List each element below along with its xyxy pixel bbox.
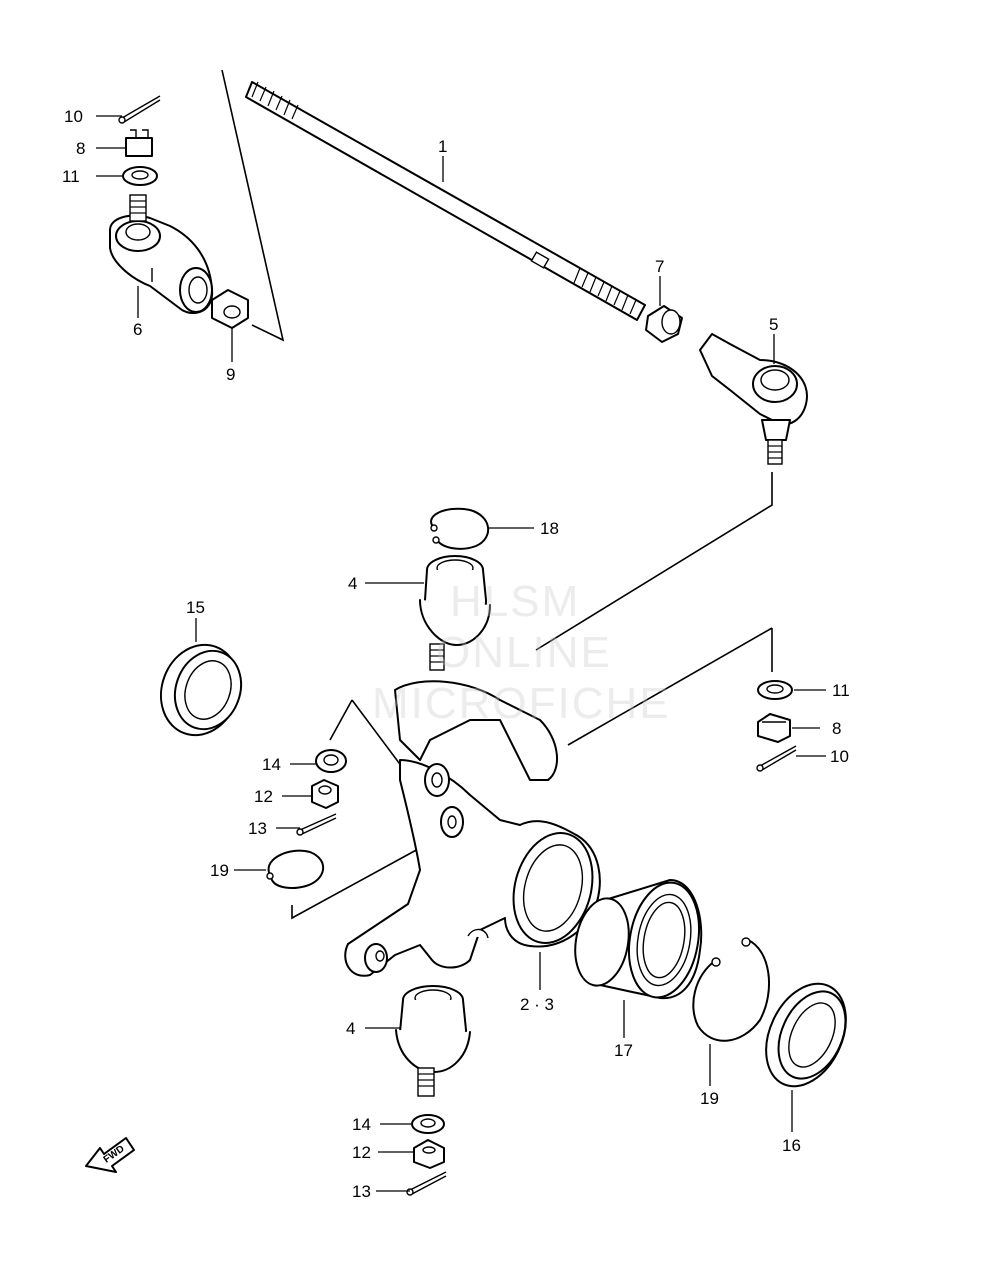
- callout-17: 17: [614, 1041, 633, 1060]
- washer-part-14-upper[interactable]: [315, 749, 347, 773]
- callout-4-upper: 4: [348, 574, 357, 593]
- callout-14-lower: 14: [352, 1115, 371, 1134]
- callout-4-lower: 4: [346, 1019, 355, 1038]
- callout-8-right: 8: [832, 719, 841, 738]
- callout-15: 15: [186, 598, 205, 617]
- oil-seal-part-15[interactable]: [149, 634, 252, 746]
- fwd-arrow-icon: FWD: [85, 1137, 135, 1173]
- cotter-pin-part-10-right[interactable]: [756, 745, 797, 772]
- callout-7: 7: [655, 257, 664, 276]
- nut-part-9[interactable]: [211, 289, 249, 329]
- callout-5: 5: [769, 315, 778, 334]
- callout-19-left: 19: [210, 861, 229, 880]
- castle-nut-part-12-upper[interactable]: [311, 779, 339, 809]
- leader-lines: [96, 115, 826, 1192]
- washer-part-11-right[interactable]: [757, 680, 793, 700]
- castle-nut-part-8-right[interactable]: [757, 713, 791, 743]
- tie-rod-part-1[interactable]: [245, 81, 646, 321]
- tie-rod-end-part-6[interactable]: [109, 194, 214, 315]
- washer-part-11-upper[interactable]: [122, 166, 158, 186]
- bearing-part-17[interactable]: [569, 877, 708, 1003]
- callout-1: 1: [438, 137, 447, 156]
- guide-lines: [221, 69, 773, 920]
- steering-knuckle-part-2-3[interactable]: [344, 680, 604, 977]
- tie-rod-end-part-5[interactable]: [699, 333, 808, 465]
- callout-13-lower: 13: [352, 1182, 371, 1201]
- circlip-part-19-left[interactable]: [266, 849, 324, 889]
- callout-8-upper: 8: [76, 139, 85, 158]
- watermark: HLSM ONLINE MICROFICHE: [372, 577, 671, 728]
- callout-2-3: 2 · 3: [520, 995, 554, 1014]
- callout-11-upper: 11: [62, 167, 80, 186]
- ball-joint-part-4-lower[interactable]: [395, 985, 471, 1097]
- cotter-pin-part-13-lower[interactable]: [406, 1171, 447, 1196]
- callout-12-upper: 12: [254, 787, 273, 806]
- circlip-part-19-right[interactable]: [692, 937, 771, 1042]
- watermark-line-3: MICROFICHE: [372, 679, 671, 728]
- callout-11-right: 11: [832, 681, 850, 700]
- ball-joint-part-4-upper[interactable]: [419, 555, 491, 671]
- callout-16: 16: [782, 1136, 801, 1155]
- callout-14-upper: 14: [262, 755, 281, 774]
- callout-12-lower: 12: [352, 1143, 371, 1162]
- castle-nut-part-8-upper[interactable]: [125, 129, 153, 157]
- watermark-line-2: ONLINE: [436, 628, 612, 677]
- callout-numbers: 1 7 5 6 9 10 8 11 18 4 15 14 12 13 19 11…: [62, 107, 850, 1201]
- circlip-part-18[interactable]: [430, 507, 490, 550]
- watermark-line-1: HLSM: [450, 577, 580, 626]
- callout-6: 6: [133, 320, 142, 339]
- cotter-pin-part-10-upper[interactable]: [118, 95, 161, 124]
- castle-nut-part-12-lower[interactable]: [413, 1139, 445, 1169]
- cotter-pin-part-13-upper[interactable]: [296, 813, 337, 836]
- callout-9: 9: [226, 365, 235, 384]
- lock-nut-part-7[interactable]: [645, 305, 683, 343]
- callout-10-right: 10: [830, 747, 849, 766]
- oil-seal-part-16[interactable]: [751, 971, 862, 1099]
- callout-19-right: 19: [700, 1089, 719, 1108]
- callout-18: 18: [540, 519, 559, 538]
- callout-10-upper: 10: [64, 107, 83, 126]
- washer-part-14-lower[interactable]: [411, 1114, 445, 1134]
- callout-13-upper: 13: [248, 819, 267, 838]
